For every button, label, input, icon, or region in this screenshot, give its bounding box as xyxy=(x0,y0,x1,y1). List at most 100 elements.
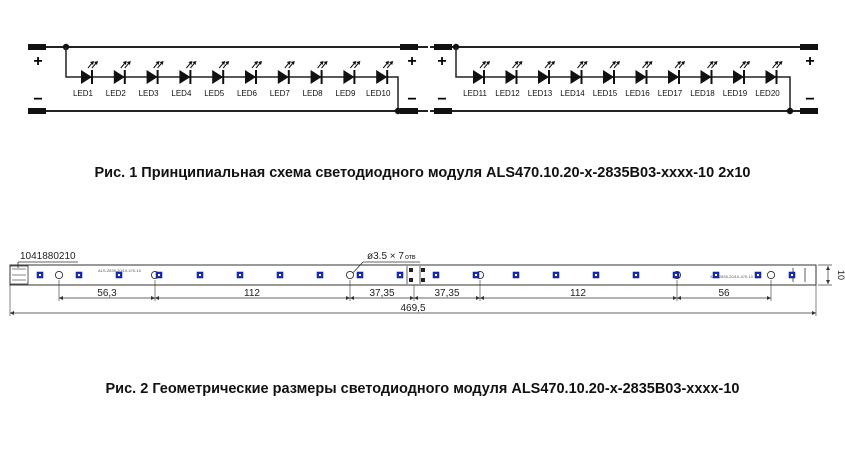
plus-label: + xyxy=(33,53,42,70)
height-dimension: 10 xyxy=(836,270,845,280)
led-label: LED15 xyxy=(593,89,618,98)
led-chip-dot xyxy=(675,274,677,276)
mounting-hole xyxy=(54,270,64,280)
led-chip-dot xyxy=(199,274,201,276)
led-symbol xyxy=(765,61,783,84)
led-symbol xyxy=(505,61,523,84)
led-chip-dot xyxy=(359,274,361,276)
dimension-112-right: 112 xyxy=(570,288,586,299)
led-chip-dot xyxy=(757,274,759,276)
led-label: LED11 xyxy=(463,89,487,98)
dimension-112-left: 112 xyxy=(244,288,260,299)
mounting-hole xyxy=(766,270,776,280)
led-chip-dot xyxy=(319,274,321,276)
led-label: LED14 xyxy=(560,89,585,98)
connector-left xyxy=(9,265,29,285)
plus-label: + xyxy=(805,53,814,70)
led-chip-dot xyxy=(435,274,437,276)
minus-label: − xyxy=(407,91,416,108)
led-chip-dot xyxy=(118,274,120,276)
led-symbol xyxy=(570,61,588,84)
led-symbol xyxy=(146,61,164,84)
pcb-marking: ALS-2835-20/10-470-10 xyxy=(98,268,142,273)
terminal-pad xyxy=(400,108,418,114)
plus-label: + xyxy=(407,53,416,70)
led-symbol xyxy=(113,61,131,84)
led-label: LED8 xyxy=(303,89,324,98)
led-chip-dot xyxy=(555,274,557,276)
led-label: LED19 xyxy=(723,89,748,98)
led-chip-dot xyxy=(239,274,241,276)
dimension-37-35-right: 37,35 xyxy=(434,288,459,299)
led-label: LED17 xyxy=(658,89,683,98)
led-symbol xyxy=(733,61,750,84)
led-chip-dot xyxy=(595,274,597,276)
dimension-56: 56 xyxy=(718,288,730,299)
pcb-marking: ALS-2835-20/10-470-10 xyxy=(710,274,754,279)
led-chip-dot xyxy=(791,274,793,276)
led-chip-dot xyxy=(475,274,477,276)
led-chip-dot xyxy=(279,274,281,276)
led-symbol xyxy=(635,61,653,84)
led-label: LED13 xyxy=(528,89,553,98)
led-label: LED20 xyxy=(755,89,780,98)
led-symbol xyxy=(343,61,361,84)
terminal-pad xyxy=(800,44,818,50)
led-label: LED9 xyxy=(335,89,356,98)
terminal-pad xyxy=(800,108,818,114)
led-label: LED18 xyxy=(690,89,715,98)
led-label: LED10 xyxy=(366,89,391,98)
strip-leds xyxy=(36,271,796,279)
led-chip-dot xyxy=(158,274,160,276)
led-symbol xyxy=(179,61,197,84)
led-group-2: LED11 LED12 LED13 LED14 LED15 LED16 LED17 LED18… xyxy=(463,61,783,98)
dimension-56-3: 56,3 xyxy=(97,288,117,299)
led-symbol xyxy=(310,61,328,84)
plus-label: + xyxy=(437,53,446,70)
led-label: LED16 xyxy=(625,89,650,98)
led-symbol xyxy=(668,61,685,84)
led-group-1: LED1 LED2 LED3 LED4 LED5 LED6 LED7 LED8 LED9 LED1… xyxy=(73,61,394,98)
led-symbol xyxy=(81,61,98,84)
led-label: LED3 xyxy=(139,89,160,98)
led-chip-dot xyxy=(399,274,401,276)
terminal-pad xyxy=(434,44,452,50)
led-chip-dot xyxy=(39,274,41,276)
junction-dot xyxy=(394,107,402,115)
led-symbol xyxy=(245,61,262,84)
led-label: LED5 xyxy=(204,89,225,98)
led-symbol xyxy=(603,61,620,84)
led-symbol xyxy=(277,61,295,84)
led-symbol xyxy=(212,61,230,84)
led-label: LED7 xyxy=(270,89,291,98)
mounting-hole xyxy=(345,270,355,280)
dimension-total-length: 469,5 xyxy=(400,303,425,314)
terminal-pad xyxy=(434,108,452,114)
led-label: LED2 xyxy=(106,89,127,98)
led-chip-dot xyxy=(715,274,717,276)
minus-label: − xyxy=(805,91,814,108)
led-symbol xyxy=(376,61,394,84)
hole-note: ø3.5 × 7отв xyxy=(367,251,416,262)
minus-label: − xyxy=(437,91,446,108)
led-chip-dot xyxy=(78,274,80,276)
mounting-holes xyxy=(54,270,776,280)
led-label: LED6 xyxy=(237,89,258,98)
led-label: LED12 xyxy=(495,89,520,98)
dimension-drawing: 1041880210 ø3.5 × 7отв ALS-2835-20/10-47… xyxy=(9,251,845,316)
led-label: LED1 xyxy=(73,89,94,98)
led-symbol xyxy=(473,61,490,84)
led-chip-dot xyxy=(635,274,637,276)
led-label: LED4 xyxy=(171,89,192,98)
figure1-caption: Рис. 1 Принципиальная схема светодиодног… xyxy=(94,165,751,181)
led-symbol xyxy=(700,61,718,84)
part-number: 1041880210 xyxy=(20,251,76,262)
junction-dot xyxy=(786,107,794,115)
terminal-pad xyxy=(400,44,418,50)
dimension-37-35-left: 37,35 xyxy=(369,288,394,299)
led-symbol xyxy=(538,61,555,84)
led-chip-dot xyxy=(515,274,517,276)
terminal-pad xyxy=(28,108,46,114)
